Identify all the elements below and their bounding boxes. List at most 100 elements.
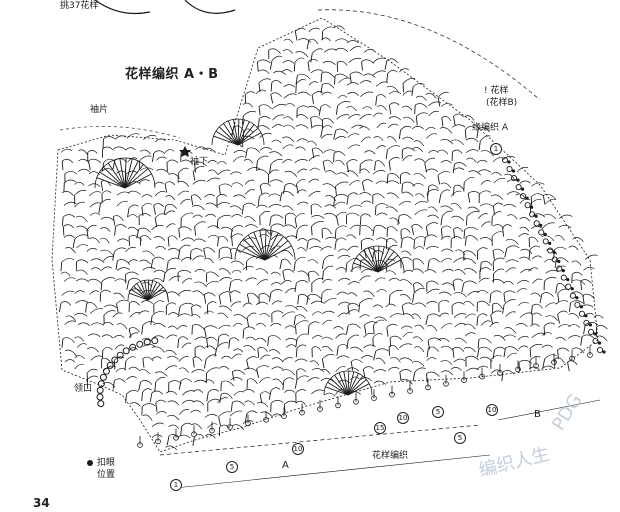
chain-loop bbox=[102, 256, 114, 262]
stitch-post bbox=[282, 185, 286, 195]
chain-loop bbox=[541, 365, 554, 370]
edge-dot bbox=[530, 205, 534, 209]
chain-loop bbox=[452, 124, 466, 128]
chain-loop bbox=[441, 282, 455, 287]
chain-loop bbox=[207, 225, 220, 229]
chain-loop bbox=[399, 214, 412, 220]
neck-picot bbox=[129, 343, 137, 351]
row-marker: 10 bbox=[486, 404, 498, 416]
chain-loop bbox=[453, 257, 467, 263]
chain-loop bbox=[441, 248, 454, 253]
chain-loop bbox=[555, 300, 569, 305]
stitch-post bbox=[191, 307, 193, 317]
chain-loop bbox=[311, 311, 322, 316]
chain-loop bbox=[374, 224, 387, 230]
chain-loop bbox=[506, 191, 520, 195]
stitch-post bbox=[150, 315, 153, 325]
fan-stitch bbox=[218, 126, 239, 146]
stitch-post bbox=[189, 250, 192, 260]
chain-loop bbox=[389, 102, 400, 106]
chain-loop bbox=[359, 192, 372, 196]
chain-loop bbox=[113, 292, 125, 299]
stitch-post bbox=[374, 161, 376, 171]
stitch-post bbox=[164, 183, 168, 193]
chain-loop bbox=[360, 355, 374, 359]
chain-loop bbox=[323, 48, 338, 53]
fan-stitch bbox=[347, 371, 355, 396]
stitch-post bbox=[413, 239, 416, 249]
chain-loop bbox=[518, 359, 533, 364]
chain-loop bbox=[571, 271, 583, 276]
chain-loop bbox=[151, 278, 164, 282]
stitch-post bbox=[178, 380, 182, 390]
chain-loop bbox=[386, 192, 400, 199]
chain-loop bbox=[568, 245, 579, 251]
chain-loop bbox=[376, 212, 388, 217]
chain-loop bbox=[128, 214, 138, 218]
chain-loop bbox=[476, 290, 489, 294]
chain-loop bbox=[73, 312, 88, 317]
stitch-post bbox=[427, 260, 430, 270]
stitch-post bbox=[295, 75, 298, 85]
chain-loop bbox=[102, 382, 116, 388]
stitch-post bbox=[321, 229, 323, 239]
chain-loop bbox=[388, 116, 402, 121]
chain-loop bbox=[116, 323, 128, 330]
chain-loop bbox=[402, 269, 414, 274]
chain-loop bbox=[167, 235, 178, 240]
chain-loop bbox=[363, 290, 375, 297]
chain-loop bbox=[143, 135, 157, 140]
stitch-post bbox=[295, 338, 298, 348]
chain-loop bbox=[284, 235, 298, 239]
chain-loop bbox=[441, 225, 452, 229]
stitch-post bbox=[363, 325, 367, 335]
chain-loop bbox=[244, 91, 256, 95]
chain-loop bbox=[402, 90, 413, 96]
row-marker: 1 bbox=[170, 479, 182, 491]
fan-stitch bbox=[343, 371, 349, 396]
chain-loop bbox=[506, 352, 517, 359]
chain-loop bbox=[337, 101, 351, 106]
stitch-post bbox=[453, 116, 456, 126]
chain-loop bbox=[74, 363, 84, 370]
chain-loop bbox=[398, 200, 412, 206]
edge-picot bbox=[542, 238, 549, 245]
edge-dot bbox=[534, 214, 538, 218]
chain-loop bbox=[229, 337, 240, 342]
chain-loop bbox=[428, 184, 439, 190]
fan-arc bbox=[351, 245, 405, 273]
chain-loop bbox=[281, 311, 295, 318]
chain-loop bbox=[359, 275, 371, 282]
chain-loop bbox=[296, 105, 309, 110]
chain-loop bbox=[204, 345, 216, 351]
stitch-post bbox=[279, 192, 283, 202]
chain-loop bbox=[411, 360, 425, 367]
page-number: 34 bbox=[33, 496, 50, 510]
chain-loop bbox=[335, 225, 348, 230]
stitch-post bbox=[128, 328, 132, 338]
chain-loop bbox=[231, 269, 242, 274]
chain-loop bbox=[233, 149, 246, 154]
chain-loop bbox=[127, 190, 141, 195]
chain-loop bbox=[233, 314, 247, 320]
chain-loop bbox=[333, 326, 344, 330]
chain-loop bbox=[424, 157, 436, 164]
chain-loop bbox=[114, 158, 128, 163]
stitch-post bbox=[293, 62, 296, 72]
chain-loop bbox=[167, 400, 180, 406]
chain-loop bbox=[295, 389, 307, 394]
chain-loop bbox=[466, 235, 479, 241]
stitch-post bbox=[364, 249, 367, 259]
stitch-post bbox=[124, 174, 127, 184]
chain-loop bbox=[142, 321, 155, 326]
stitch-post bbox=[321, 358, 325, 369]
stitch-post bbox=[192, 436, 195, 446]
fan-stitch bbox=[264, 240, 289, 261]
stitch-post bbox=[255, 160, 258, 170]
chain-loop bbox=[203, 257, 214, 264]
edge-picot bbox=[556, 265, 563, 272]
chain-loop bbox=[491, 211, 502, 218]
row-marker: 5 bbox=[226, 461, 238, 473]
chain-loop bbox=[321, 37, 331, 42]
stitch-post bbox=[413, 283, 415, 294]
